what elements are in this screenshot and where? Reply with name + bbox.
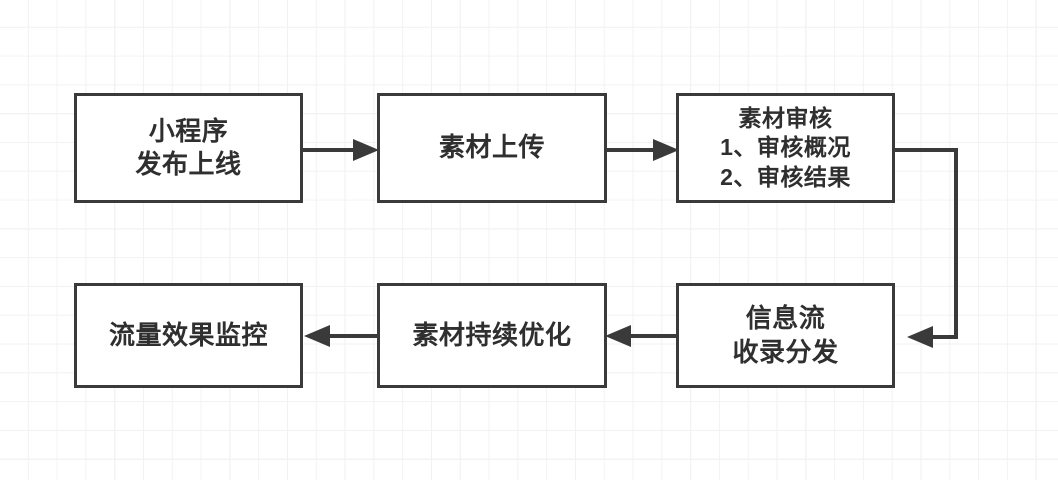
edge-upload-to-review xyxy=(607,136,681,164)
node-feed-distribution[interactable]: 信息流 收录分发 xyxy=(676,283,895,388)
node-material-optimization-label: 素材持续优化 xyxy=(412,319,572,350)
node-material-upload[interactable]: 素材上传 xyxy=(377,93,607,203)
node-material-review-label: 素材审核 1、审核概况 2、审核结果 xyxy=(720,104,851,190)
node-traffic-monitoring[interactable]: 流量效果监控 xyxy=(74,283,303,388)
node-material-upload-label: 素材上传 xyxy=(438,132,545,163)
node-feed-distribution-label: 信息流 收录分发 xyxy=(732,303,839,367)
node-material-optimization[interactable]: 素材持续优化 xyxy=(377,283,607,388)
node-material-review[interactable]: 素材审核 1、审核概况 2、审核结果 xyxy=(676,93,895,203)
edge-feed-to-optimization xyxy=(603,322,681,350)
node-traffic-monitoring-label: 流量效果监控 xyxy=(108,319,268,350)
edge-launch-to-upload xyxy=(303,136,381,164)
node-mini-program-launch[interactable]: 小程序 发布上线 xyxy=(74,93,303,203)
node-mini-program-launch-label: 小程序 发布上线 xyxy=(135,115,242,179)
edge-review-to-feed xyxy=(893,140,1003,350)
edge-optimization-to-monitoring xyxy=(300,322,380,350)
